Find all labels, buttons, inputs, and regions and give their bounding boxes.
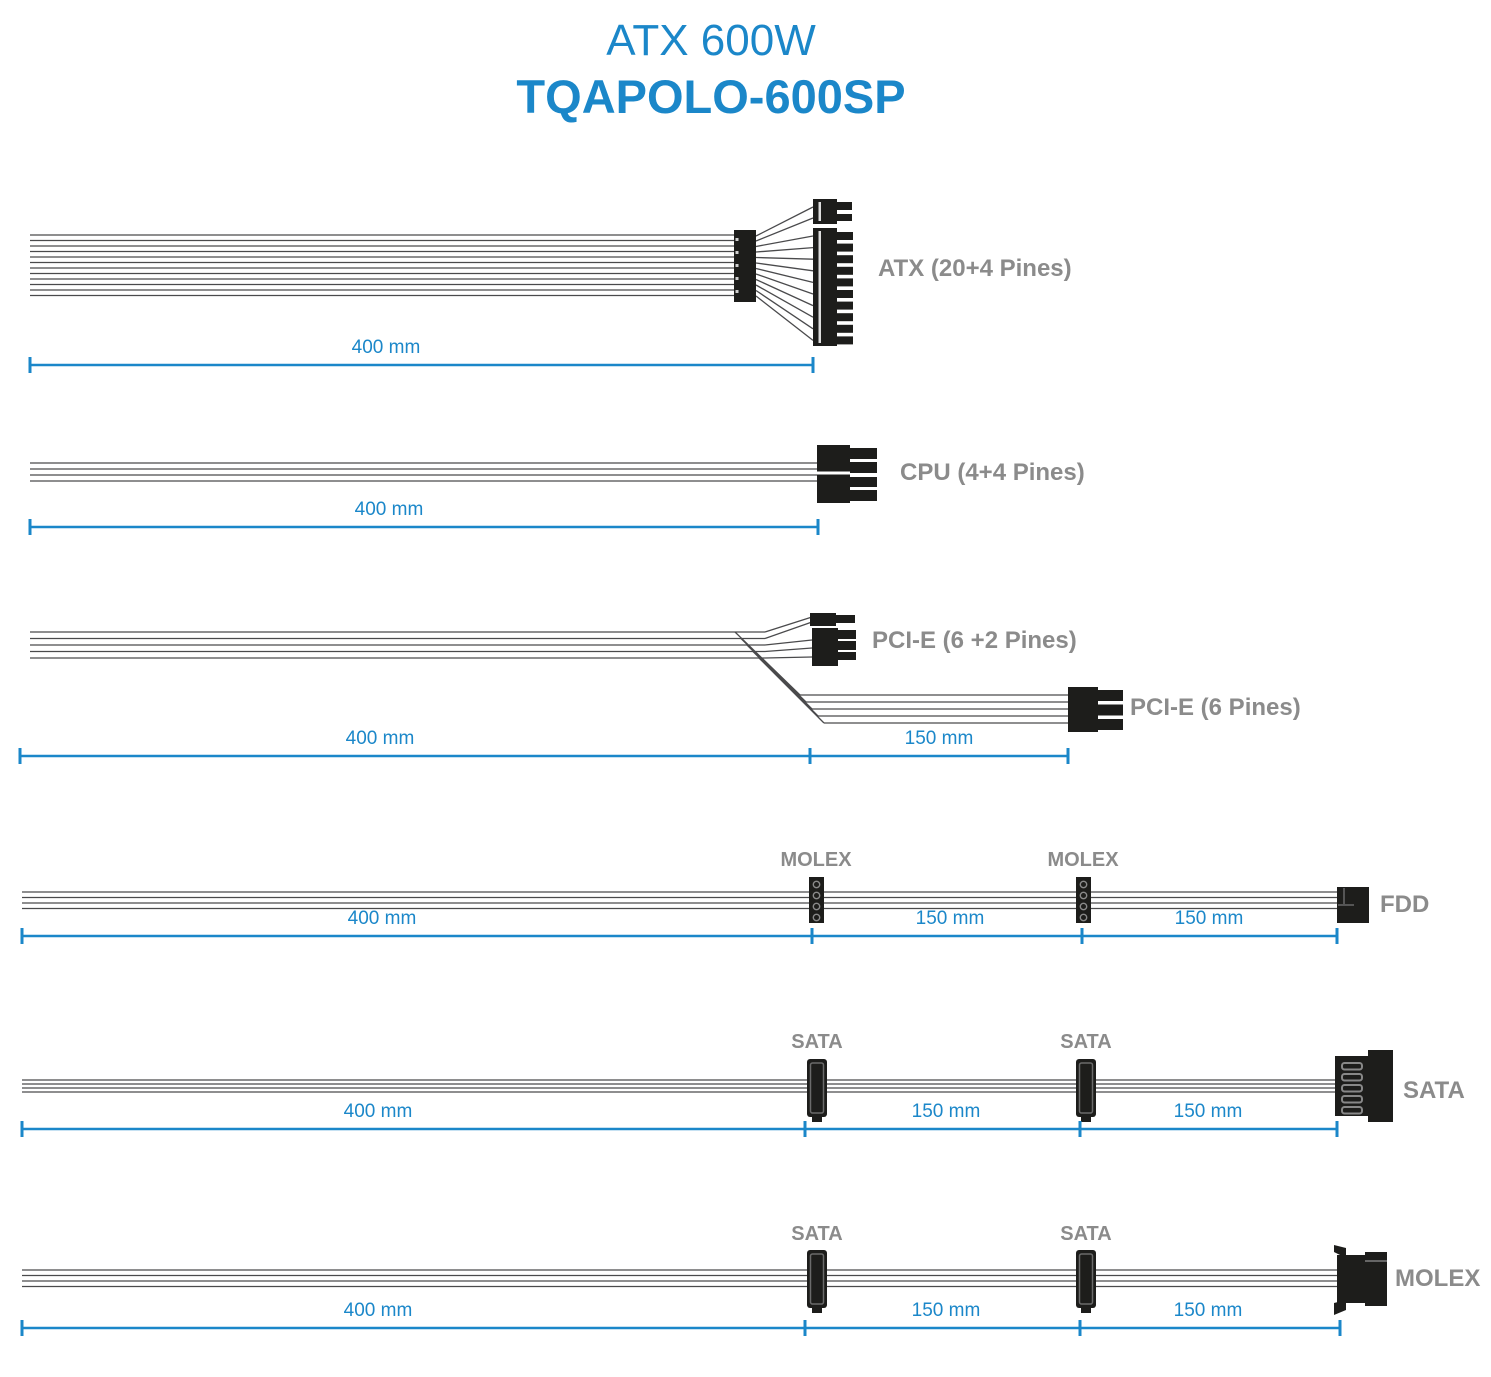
pcie-dimension-400mm: 400 mm — [18, 728, 812, 764]
sata-inline-connector-2 — [1076, 1059, 1096, 1122]
sata2-dim-label-400: 400 mm — [344, 1300, 413, 1321]
cable-row-pcie: PCI-E (6 +2 Pines) PCI-E (6 Pines) 400 m… — [18, 613, 1301, 764]
sata1-dim-label-150a: 150 mm — [912, 1101, 981, 1122]
sata-inline1-label: SATA — [791, 1031, 842, 1053]
cable-row-sata-molex: SATA SATA MOLEX 400 mm — [20, 1223, 1480, 1336]
pcie-6-connector-label: PCI-E (6 Pines) — [1130, 694, 1301, 721]
sata-end-connector-label: SATA — [1403, 1077, 1465, 1104]
pcie-wire-bundle — [30, 616, 1068, 724]
sata2-dim-label-150b: 150 mm — [1174, 1300, 1243, 1321]
atx-4pin-connector — [813, 199, 852, 224]
fdd-connector — [1337, 887, 1369, 923]
cpu-wire-bundle — [30, 462, 817, 482]
sata2-dimension-400mm: 400 mm — [20, 1300, 807, 1336]
title-block: ATX 600W TQAPOLO-600SP — [516, 16, 905, 123]
sata-end-connector — [1335, 1050, 1393, 1122]
sata-inline-connector-4 — [1076, 1250, 1096, 1313]
cpu-4-4-connector — [817, 445, 877, 503]
molex-end-connector-label: MOLEX — [1395, 1265, 1480, 1292]
molex-fdd-dim-label-150a: 150 mm — [916, 908, 985, 929]
sata-inline-connector-3 — [807, 1250, 827, 1313]
sata1-dimension-400mm: 400 mm — [20, 1101, 807, 1137]
molex-fdd-dimension-400mm: 400 mm — [20, 908, 814, 944]
molex-fdd-dim-label-150b: 150 mm — [1175, 908, 1244, 929]
molex-inline1-label: MOLEX — [780, 849, 852, 871]
pcie-6-connector — [1068, 687, 1123, 732]
cable-row-atx: ATX (20+4 Pines) 400 mm — [28, 199, 1072, 373]
sata1-dimension-150mm-2: 150 mm — [1080, 1101, 1339, 1137]
pcie-6-2-connector — [810, 613, 856, 666]
molex-inline-connector-1 — [809, 877, 824, 923]
cpu-connector-label: CPU (4+4 Pines) — [900, 459, 1085, 486]
molex-end-connector — [1334, 1245, 1387, 1315]
pcie-dimension-150mm: 150 mm — [810, 728, 1070, 764]
atx-dim-label: 400 mm — [352, 337, 421, 358]
sata1-dim-label-400: 400 mm — [344, 1101, 413, 1122]
molex-fdd-wire-bundle — [22, 891, 1337, 910]
atx-connector-label: ATX (20+4 Pines) — [878, 255, 1072, 282]
sata-inline-connector-1 — [807, 1059, 827, 1122]
molex-fdd-dimension-150mm-2: 150 mm — [1082, 908, 1339, 944]
molex-inline2-label: MOLEX — [1047, 849, 1119, 871]
atx-20pin-connector — [813, 228, 853, 346]
sata1-dim-label-150b: 150 mm — [1174, 1101, 1243, 1122]
molex-inline-connector-2 — [1076, 877, 1091, 923]
cable-row-molex-fdd: MOLEX MOLEX FDD 400 mm — [20, 849, 1429, 944]
sata1-wire-bundle — [22, 1079, 1337, 1093]
sata-inline2-label: SATA — [1060, 1031, 1111, 1053]
sata2-inline2-label: SATA — [1060, 1223, 1111, 1245]
sata2-dimension-150mm-2: 150 mm — [1080, 1300, 1342, 1336]
cpu-dimension-400mm: 400 mm — [28, 499, 820, 535]
cable-sleeve — [734, 230, 756, 302]
model-title: TQAPOLO-600SP — [516, 70, 905, 123]
fdd-connector-label: FDD — [1380, 891, 1429, 918]
molex-fdd-dim-label-400: 400 mm — [348, 908, 417, 929]
sata1-dimension-150mm-1: 150 mm — [805, 1101, 1082, 1137]
sata2-dim-label-150a: 150 mm — [912, 1300, 981, 1321]
pcie-dim-label-150: 150 mm — [905, 728, 974, 749]
pcie-dim-label-400: 400 mm — [346, 728, 415, 749]
sata2-wire-bundle — [22, 1269, 1339, 1288]
molex-fdd-dimension-150mm-1: 150 mm — [812, 908, 1084, 944]
product-type-title: ATX 600W — [606, 16, 816, 65]
sata2-dimension-150mm-1: 150 mm — [805, 1300, 1082, 1336]
atx-wire-bundle — [30, 206, 814, 341]
atx-dimension-400mm: 400 mm — [28, 337, 815, 373]
pcie-6-2-connector-label: PCI-E (6 +2 Pines) — [872, 627, 1077, 654]
cable-row-cpu: CPU (4+4 Pines) 400 mm — [28, 445, 1085, 535]
sata2-inline1-label: SATA — [791, 1223, 842, 1245]
cable-row-sata-sata: SATA SATA SATA 400 mm — [20, 1031, 1465, 1137]
cpu-dim-label: 400 mm — [355, 499, 424, 520]
